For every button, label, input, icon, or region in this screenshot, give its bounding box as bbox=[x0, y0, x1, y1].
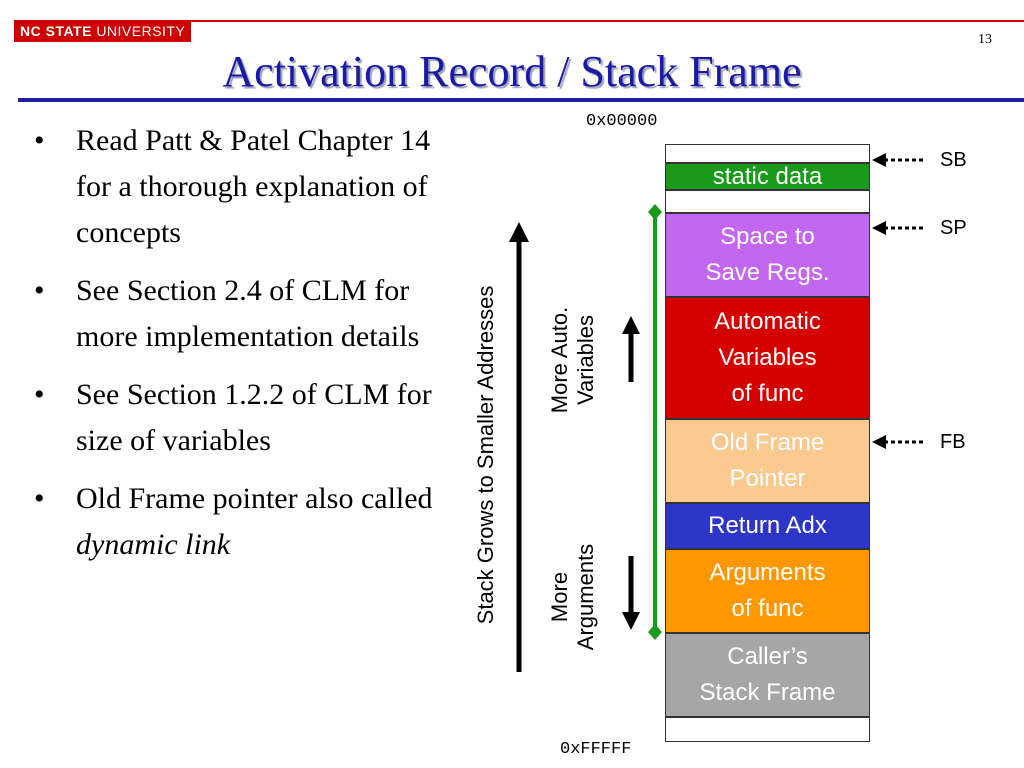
bullet-italic-text: dynamic link bbox=[76, 528, 231, 561]
bullet-item: • Old Frame pointer also called dynamic l… bbox=[28, 476, 448, 568]
more-auto-variables-label: More Auto. Variables bbox=[547, 306, 598, 414]
title-rule bbox=[18, 98, 1024, 102]
stack-block-return-adx: Return Adx bbox=[665, 503, 870, 549]
bullet-list: • Read Patt & Patel Chapter 14 for a thor… bbox=[28, 118, 448, 580]
sb-pointer-arrow bbox=[872, 153, 926, 167]
bullet-dot-icon: • bbox=[34, 378, 45, 411]
sp-pointer-arrow bbox=[872, 221, 926, 235]
stack-grow-arrow bbox=[509, 222, 529, 672]
address-top: 0x00000 bbox=[586, 112, 658, 131]
bullet-text: See Section 1.2.2 of CLM for size of var… bbox=[76, 378, 432, 457]
stack-block-arguments: Arguments of func bbox=[665, 549, 870, 633]
stack-block-bottom-empty bbox=[665, 717, 870, 742]
stack-block-caller-frame: Caller’s Stack Frame bbox=[665, 633, 870, 717]
bullet-text: See Section 2.4 of CLM for more implemen… bbox=[76, 274, 420, 353]
pointer-label-fb: FB bbox=[940, 431, 966, 453]
page-number: 13 bbox=[978, 32, 992, 47]
bullet-text: Old Frame pointer also called bbox=[76, 482, 433, 515]
pointer-label-sp: SP bbox=[940, 217, 967, 239]
header-line bbox=[184, 20, 1024, 22]
pointer-label-sb: SB bbox=[940, 149, 967, 171]
bullet-dot-icon: • bbox=[34, 482, 45, 515]
bullet-text: Read Patt & Patel Chapter 14 for a thoro… bbox=[76, 124, 431, 249]
stack-block-old-fp: Old Frame Pointer bbox=[665, 419, 870, 503]
frame-bracket bbox=[648, 204, 662, 640]
fb-pointer-arrow bbox=[872, 435, 926, 449]
address-bottom: 0xFFFFF bbox=[560, 740, 632, 759]
logo-light-text: UNIVERSITY bbox=[96, 23, 186, 39]
more-auto-up-arrow bbox=[622, 316, 640, 382]
more-arguments-label: More Arguments bbox=[547, 543, 598, 651]
bullet-item: • Read Patt & Patel Chapter 14 for a thor… bbox=[28, 118, 448, 256]
logo-bold-text: NC STATE bbox=[20, 23, 92, 39]
university-logo: NC STATE UNIVERSITY bbox=[14, 20, 192, 42]
stack-block-save-regs: Space to Save Regs. bbox=[665, 213, 870, 297]
stack-grows-label: Stack Grows to Smaller Addresses bbox=[473, 285, 498, 625]
stack-block-static-data: static data bbox=[665, 163, 870, 190]
bullet-item: • See Section 2.4 of CLM for more impleme… bbox=[28, 268, 448, 360]
bullet-item: • See Section 1.2.2 of CLM for size of va… bbox=[28, 372, 448, 464]
bullet-dot-icon: • bbox=[34, 124, 45, 157]
slide-title: Activation Record / Stack Frame bbox=[222, 47, 802, 96]
stack-block-auto-vars: Automatic Variables of func bbox=[665, 297, 870, 419]
stack-block-gap bbox=[665, 190, 870, 213]
more-args-down-arrow bbox=[622, 556, 640, 630]
stack-block-top-empty bbox=[665, 144, 870, 163]
bullet-dot-icon: • bbox=[34, 274, 45, 307]
